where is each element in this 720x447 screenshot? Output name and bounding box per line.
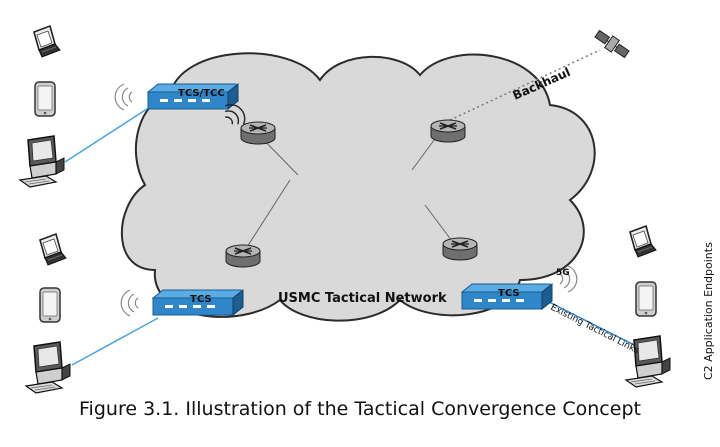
router-icon (430, 119, 466, 143)
endpoint-link (64, 106, 151, 163)
top-node-label: TCS/TCC (178, 88, 225, 99)
fiveg-label: 5G (556, 268, 570, 278)
smartphone-icon (34, 81, 56, 117)
router-icon (240, 121, 276, 145)
left-node-label: TCS (190, 294, 212, 305)
wireless-signal-icon (114, 83, 133, 111)
wireless-signal-icon (224, 104, 246, 125)
right-node-label: TCS (498, 288, 520, 299)
router-icon (442, 237, 478, 261)
wireless-signal-icon (559, 265, 578, 293)
wireless-signal-icon (120, 289, 139, 317)
network-label: USMC Tactical Network (278, 291, 447, 306)
desktop-computer-icon (19, 135, 65, 188)
endpoints-label: C2 Application Endpoints (702, 242, 715, 380)
laptop-icon (39, 233, 67, 266)
internal-link (239, 131, 456, 259)
router-icon (225, 244, 261, 268)
laptop-icon (33, 25, 61, 58)
figure-caption: Figure 3.1. Illustration of the Tactical… (79, 398, 641, 420)
laptop-icon (629, 225, 657, 258)
desktop-computer-icon (25, 341, 71, 394)
satellite-icon (594, 29, 630, 59)
smartphone-icon (39, 287, 61, 323)
endpoint-link (71, 317, 159, 366)
smartphone-icon (635, 281, 657, 317)
tactical-links-label: Existing Tactical Links (549, 303, 641, 357)
tactical-link (544, 299, 641, 349)
